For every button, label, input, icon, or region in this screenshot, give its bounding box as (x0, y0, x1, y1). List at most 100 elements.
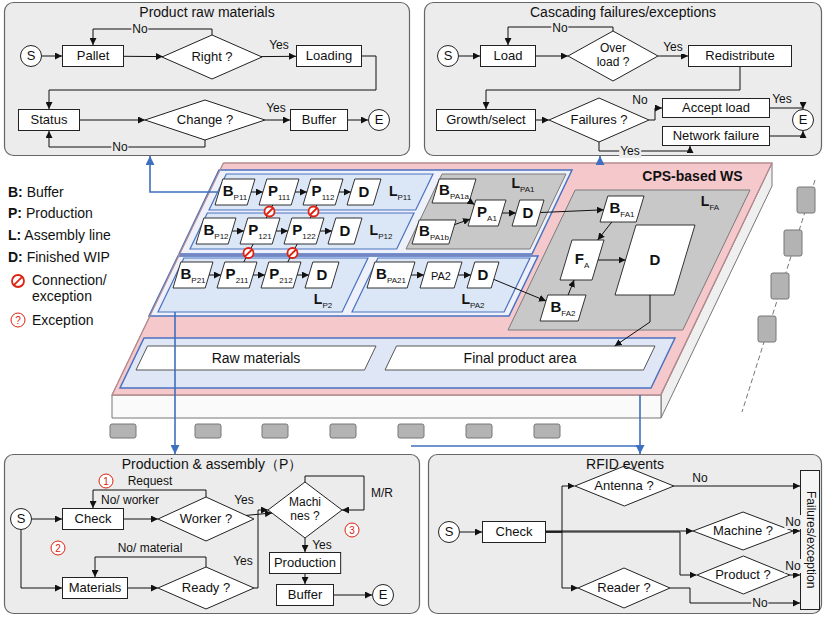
connector (80, 120, 145, 121)
connector (124, 519, 158, 520)
edge-label: No/ material (117, 541, 184, 555)
connection-symbol (309, 207, 319, 217)
process-box: Loading (296, 45, 362, 67)
terminal-outline (373, 585, 394, 606)
node-text: Production (274, 555, 336, 570)
connector (540, 210, 603, 213)
station-box: P122 (284, 218, 324, 244)
box-outline (483, 522, 546, 543)
terminal-circle: E (368, 109, 390, 131)
edge-label: M/R (370, 486, 394, 500)
connector (21, 530, 62, 588)
shape-outline (217, 262, 257, 288)
line-band: LPA2BPA21PA2D (352, 258, 530, 312)
terminal-outline (438, 46, 459, 67)
rfid-readers (110, 187, 815, 438)
connector (649, 108, 662, 120)
area-box: Raw materials (136, 346, 376, 370)
station-box: D (615, 225, 695, 295)
node-text: Failures ? (570, 112, 627, 127)
shape-outline (112, 163, 772, 395)
shape-outline (209, 174, 433, 210)
connector (615, 295, 650, 346)
connector (320, 231, 332, 232)
node-text: 112 (322, 193, 335, 202)
process-box: Accept load (662, 98, 770, 118)
callout-number: 1 (99, 474, 114, 489)
decision-diamond: Right ? (162, 35, 262, 79)
line-band: LP12BP12P121P122D (190, 213, 414, 249)
node-text: P (248, 221, 258, 238)
shape-outline (259, 179, 299, 205)
connector (295, 192, 307, 193)
station-box: D (347, 179, 381, 205)
node-text: Over load ? (597, 41, 630, 69)
node-text: S (17, 511, 26, 526)
node-text: B (419, 222, 430, 239)
connection-symbol (12, 275, 24, 287)
node-text: 121 (258, 232, 271, 241)
area-box: Final product area (385, 346, 655, 370)
legend-item: Connection/ exception (32, 272, 112, 304)
connector (209, 275, 221, 276)
connector (265, 120, 290, 121)
station-box: P112 (303, 179, 343, 205)
cps-platform: CPS-based WSLP11BP11P111P112DLP12BP12P12… (112, 163, 772, 395)
process-box: Pallet (62, 45, 124, 67)
shape-outline (412, 220, 456, 244)
connector (288, 244, 297, 262)
station-box: FA (560, 240, 604, 280)
panel-frame (5, 455, 420, 614)
exception-bar: Failures/exception (800, 470, 820, 610)
connection-symbol (245, 250, 252, 257)
node-text: L (511, 175, 520, 191)
node-text: 212 (279, 276, 292, 285)
edge-label: Yes (232, 554, 254, 568)
station-box: BP12 (196, 218, 236, 244)
rfid-reader (758, 316, 776, 342)
decision-diamond: Machi nes ? (268, 482, 342, 538)
connector (536, 56, 568, 57)
node-text: P2 (322, 301, 332, 310)
line-band: LP11BP11P111P112D (209, 174, 433, 210)
station-box: BP21 (173, 262, 213, 288)
connector (460, 532, 482, 533)
node-text: PA1a (450, 192, 469, 201)
station-box: PA2 (420, 262, 462, 288)
edge-label: Yes (311, 538, 333, 552)
edge-label: Yes (771, 92, 793, 106)
node-text: PA1 (520, 185, 535, 194)
connector (670, 588, 800, 603)
callout-number: 2 (51, 541, 66, 556)
connector (598, 260, 626, 261)
line-group-outline (149, 256, 538, 316)
node-text: P (226, 265, 236, 282)
station-box: P121 (240, 218, 280, 244)
node-text: B (609, 199, 620, 216)
node-text: Check (496, 524, 533, 539)
node-text: Load (494, 48, 523, 63)
connection-symbol (266, 208, 273, 215)
station-box-outline (468, 200, 506, 226)
connection-symbol (288, 248, 298, 258)
node-text: Machine ? (713, 523, 773, 538)
connector (599, 156, 601, 163)
node-text: PA2 (470, 301, 485, 310)
connector (232, 231, 244, 232)
node-text: Final product area (464, 350, 577, 366)
node-text: Check (75, 511, 112, 526)
terminal-outline (21, 46, 42, 67)
exception-symbol: ? (11, 313, 26, 328)
rfid-reader (784, 230, 802, 256)
node-text: Buffer (302, 112, 336, 127)
connector (599, 142, 690, 151)
connection-symbol (14, 277, 22, 285)
panel-frame (429, 455, 822, 614)
legend-item: L: Assembly line (8, 227, 111, 243)
shape-outline (467, 262, 499, 288)
edge-label: No (784, 559, 801, 573)
node-text: Machi nes ? (289, 495, 321, 523)
connector (246, 513, 272, 515)
node-text: 211 (236, 276, 249, 285)
